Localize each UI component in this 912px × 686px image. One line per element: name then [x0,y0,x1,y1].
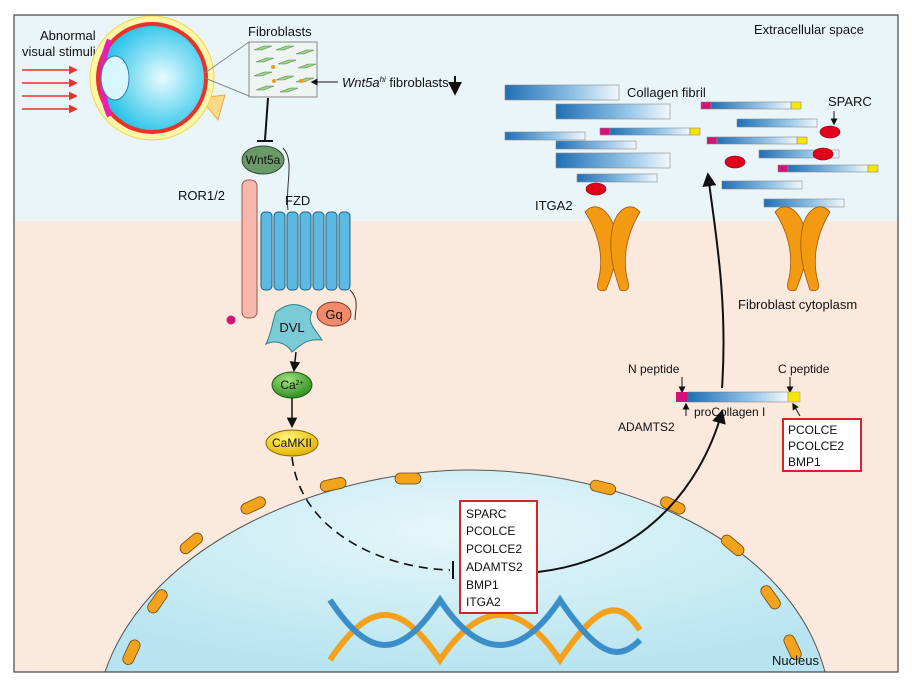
procollagen-label: proCollagen I [694,405,765,419]
nuclear-pores [122,472,802,665]
stimuli-label-2: visual stimuli [22,44,96,59]
c-peptide-label: C peptide [778,362,830,376]
fibroblasts-inset: Fibroblasts Wnt5ahi fibroblasts [204,24,462,142]
ror-phospho-dot [226,315,236,325]
itga2-label: ITGA2 [535,198,573,213]
dna-helix [327,594,643,666]
camkii-label: CaMKII [272,436,312,450]
nuclear-gene-box: SPARC PCOLCE PCOLCE2 ADAMTS2 BMP1 ITGA2 [459,500,538,614]
gq-protein [316,301,352,327]
fzd-label: FZD [285,193,310,208]
extracellular-label: Extracellular space [754,22,864,37]
cytoplasm-label: Fibroblast cytoplasm [738,297,857,312]
stimuli-arrows [22,65,78,114]
gene-item: PCOLCE [466,524,515,538]
eye-icon: Abnormal visual stimuli [22,15,226,141]
camkii [265,429,319,457]
frame [13,14,899,673]
fzd-receptor [260,211,351,291]
gq-label: Gq [325,307,342,322]
n-peptide-label: N peptide [628,362,680,376]
gene-item: PCOLCE2 [466,542,522,556]
enzyme-item: BMP1 [788,455,821,469]
processing-enzyme-box: PCOLCE PCOLCE2 BMP1 [782,418,862,472]
ror-receptor [241,179,258,319]
nucleus-label: Nucleus [772,653,819,668]
procollagen: N peptide C peptide ADAMTS2 proCollagen … [618,362,830,434]
wnt5a-label: Wnt5a [246,153,281,167]
wnt5a-ligand [241,145,285,175]
stimuli-label-1: Abnormal [40,28,96,43]
cell-membrane [14,190,898,251]
dvl-protein [264,304,323,353]
calcium-label: Ca2+ [280,378,303,392]
inhibition-path [291,456,451,571]
dvl-label: DVL [279,320,304,335]
gene-item: BMP1 [466,578,499,592]
gene-item: SPARC [466,507,507,521]
ror-label: ROR1/2 [178,188,225,203]
collagen-fibril-label: Collagen fibril [627,85,706,100]
itga2-integrin [774,206,831,292]
sparc-proteins [585,125,841,196]
enzyme-item: PCOLCE [788,423,837,437]
itga2-integrin [584,206,641,292]
sparc-label: SPARC [828,94,872,109]
gene-item: ITGA2 [466,595,501,609]
collagen-fibrils [504,84,879,208]
adamts2-label: ADAMTS2 [618,420,675,434]
gene-item: ADAMTS2 [466,560,523,574]
enzyme-item: PCOLCE2 [788,439,844,453]
fibroblasts-label: Fibroblasts [248,24,312,39]
wnt5a-hi-label: Wnt5ahi fibroblasts [342,75,449,90]
